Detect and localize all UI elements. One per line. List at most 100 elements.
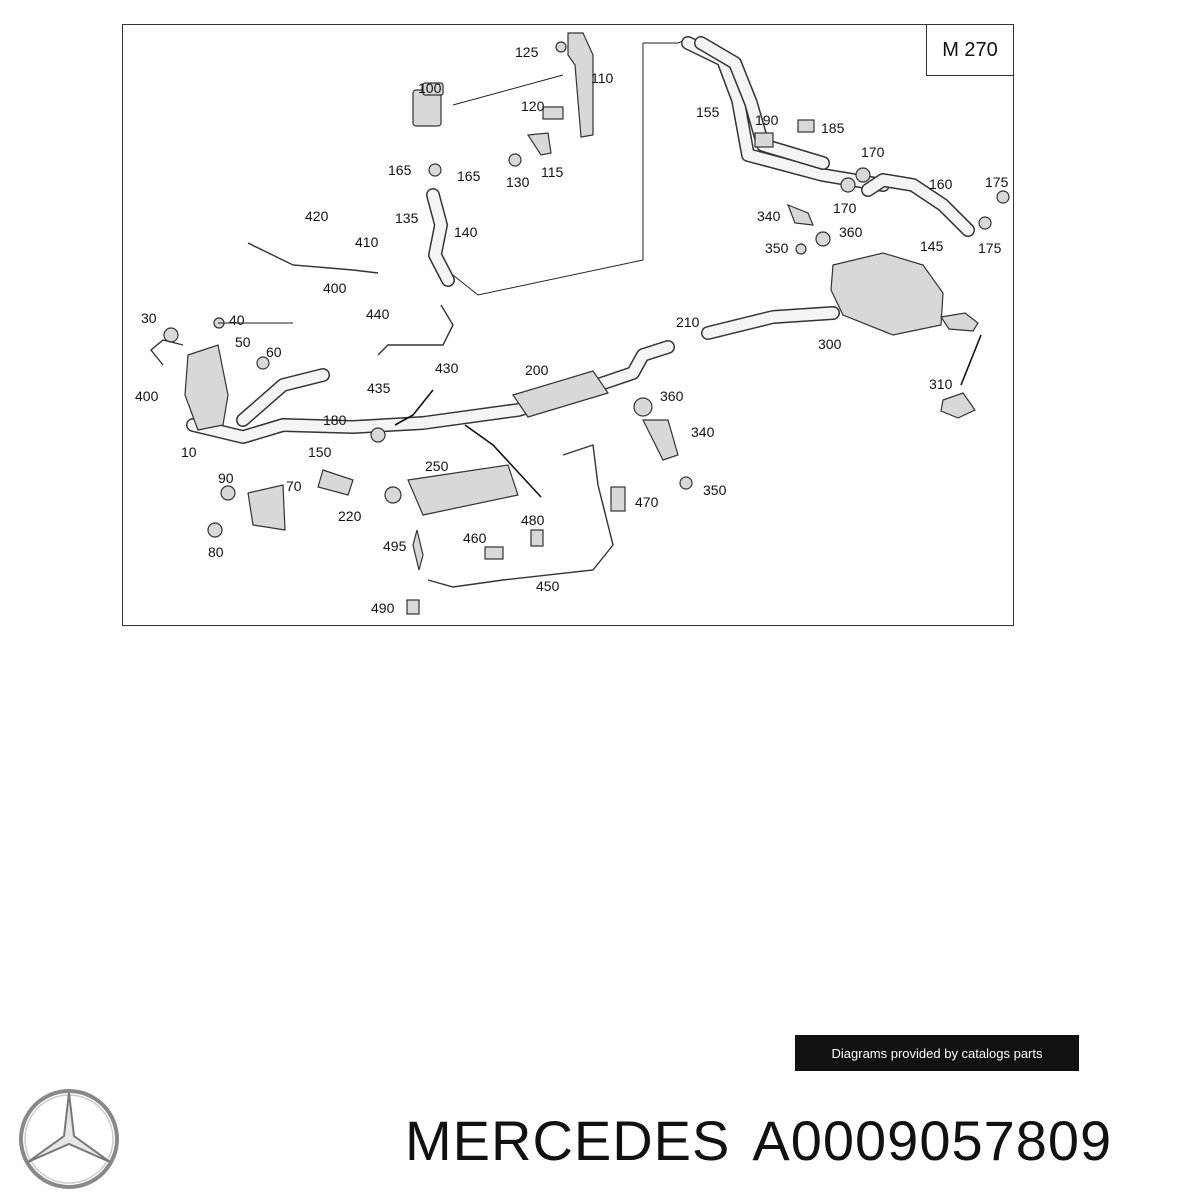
part-label-460: 460 (463, 530, 487, 546)
clip-190 (754, 132, 774, 148)
catalytic-converter-10 (184, 344, 229, 431)
tailpipe (939, 312, 979, 332)
part-label-490: 490 (371, 600, 395, 616)
part-label-400: 400 (323, 280, 347, 296)
part-label-70: 70 (286, 478, 302, 494)
sensor-wire-430 (377, 304, 454, 356)
part-label-145: 145 (920, 238, 944, 254)
part-label-400: 400 (135, 388, 159, 404)
part-label-360: 360 (660, 388, 684, 404)
part-label-210: 210 (676, 314, 700, 330)
exhaust-system-diagram: 125 110 100 120 155 190 185 165 165 130 … (135, 32, 1010, 616)
part-label-50: 50 (235, 334, 251, 350)
part-label-90: 90 (218, 470, 234, 486)
mercedes-star-icon (19, 1089, 119, 1189)
clamp-175b (978, 216, 992, 230)
part-label-30: 30 (141, 310, 157, 326)
bolt-350-lower (679, 476, 693, 490)
bracket-70 (247, 484, 286, 531)
clip-470 (610, 486, 626, 512)
part-label-10: 10 (181, 444, 197, 460)
part-label-175: 175 (978, 240, 1002, 256)
damper-360 (815, 231, 831, 247)
part-label-350: 350 (765, 240, 789, 256)
part-label-100: 100 (418, 80, 442, 96)
clip-120 (542, 106, 564, 120)
gasket-150 (317, 469, 354, 496)
particulate-filter-250 (407, 464, 519, 516)
part-label-300: 300 (818, 336, 842, 352)
part-label-190: 190 (755, 112, 779, 128)
part-label-360: 360 (839, 224, 863, 240)
clamp-165 (428, 163, 442, 177)
clip-480 (530, 529, 544, 547)
bolt-90 (220, 485, 236, 501)
part-label-340: 340 (691, 424, 715, 440)
sensor-wire-400 (247, 242, 379, 274)
clip-490 (406, 599, 420, 615)
part-label-110: 110 (591, 70, 614, 86)
clamp-170 (855, 167, 871, 183)
bracket-110 (567, 32, 594, 138)
part-labels: 125 110 100 120 155 190 185 165 165 130 … (135, 44, 1009, 616)
part-label-170: 170 (861, 144, 885, 160)
part-label-125: 125 (515, 44, 539, 60)
tailpipe-trim-310 (940, 392, 976, 419)
center-muffler-200 (512, 370, 609, 418)
part-label-430: 430 (435, 360, 459, 376)
clip-460 (484, 546, 504, 560)
part-label-180: 180 (323, 412, 347, 428)
nut-125 (555, 41, 567, 53)
part-label-310: 310 (929, 376, 953, 392)
model-code: M 270 (926, 25, 1013, 76)
part-label-175: 175 (985, 174, 1009, 190)
bolt-495 (412, 529, 424, 571)
brand-title: MERCEDES A0009057809 (405, 1108, 1134, 1173)
part-label-200: 200 (525, 362, 549, 378)
nut-60 (256, 356, 270, 370)
gasket-30 (163, 327, 179, 343)
part-label-115: 115 (541, 164, 564, 180)
clip-115 (526, 132, 552, 156)
part-label-450: 450 (536, 578, 560, 594)
part-label-80: 80 (208, 544, 224, 560)
part-label-480: 480 (521, 512, 545, 528)
part-label-420: 420 (305, 208, 329, 224)
part-label-350: 350 (703, 482, 727, 498)
damper-360-lower (633, 397, 653, 417)
sensor-wire-450 (427, 444, 614, 588)
clamp-220 (384, 486, 402, 504)
part-label-440: 440 (366, 306, 390, 322)
part-label-170: 170 (833, 200, 857, 216)
part-label-470: 470 (635, 494, 659, 510)
clamp-175 (996, 190, 1010, 204)
part-label-140: 140 (454, 224, 478, 240)
part-label-410: 410 (355, 234, 379, 250)
nut-130 (508, 153, 522, 167)
parts-diagram: 125 110 100 120 155 190 185 165 165 130 … (122, 24, 1014, 626)
part-label-435: 435 (367, 380, 391, 396)
rear-muffler-300 (830, 252, 944, 336)
part-label-250: 250 (425, 458, 449, 474)
part-label-60: 60 (266, 344, 282, 360)
part-label-130: 130 (506, 174, 530, 190)
part-label-220: 220 (338, 508, 362, 524)
part-label-120: 120 (521, 98, 545, 114)
clamp-170b (840, 177, 856, 193)
brand-name: MERCEDES (405, 1109, 731, 1172)
diagram-credit: Diagrams provided by catalogs parts (795, 1035, 1079, 1071)
part-label-135: 135 (395, 210, 419, 226)
boundary-line (452, 43, 644, 296)
bracket-340 (786, 203, 814, 226)
part-number: A0009057809 (752, 1109, 1113, 1172)
part-label-150: 150 (308, 444, 332, 460)
part-label-40: 40 (229, 312, 245, 328)
sensor-wire-400b (150, 339, 184, 366)
part-label-340: 340 (757, 208, 781, 224)
clip-185 (797, 119, 815, 133)
part-label-165: 165 (388, 162, 412, 178)
clamp-180 (370, 427, 386, 443)
part-label-155: 155 (696, 104, 720, 120)
bolt-80 (207, 522, 223, 538)
part-label-495: 495 (383, 538, 407, 554)
